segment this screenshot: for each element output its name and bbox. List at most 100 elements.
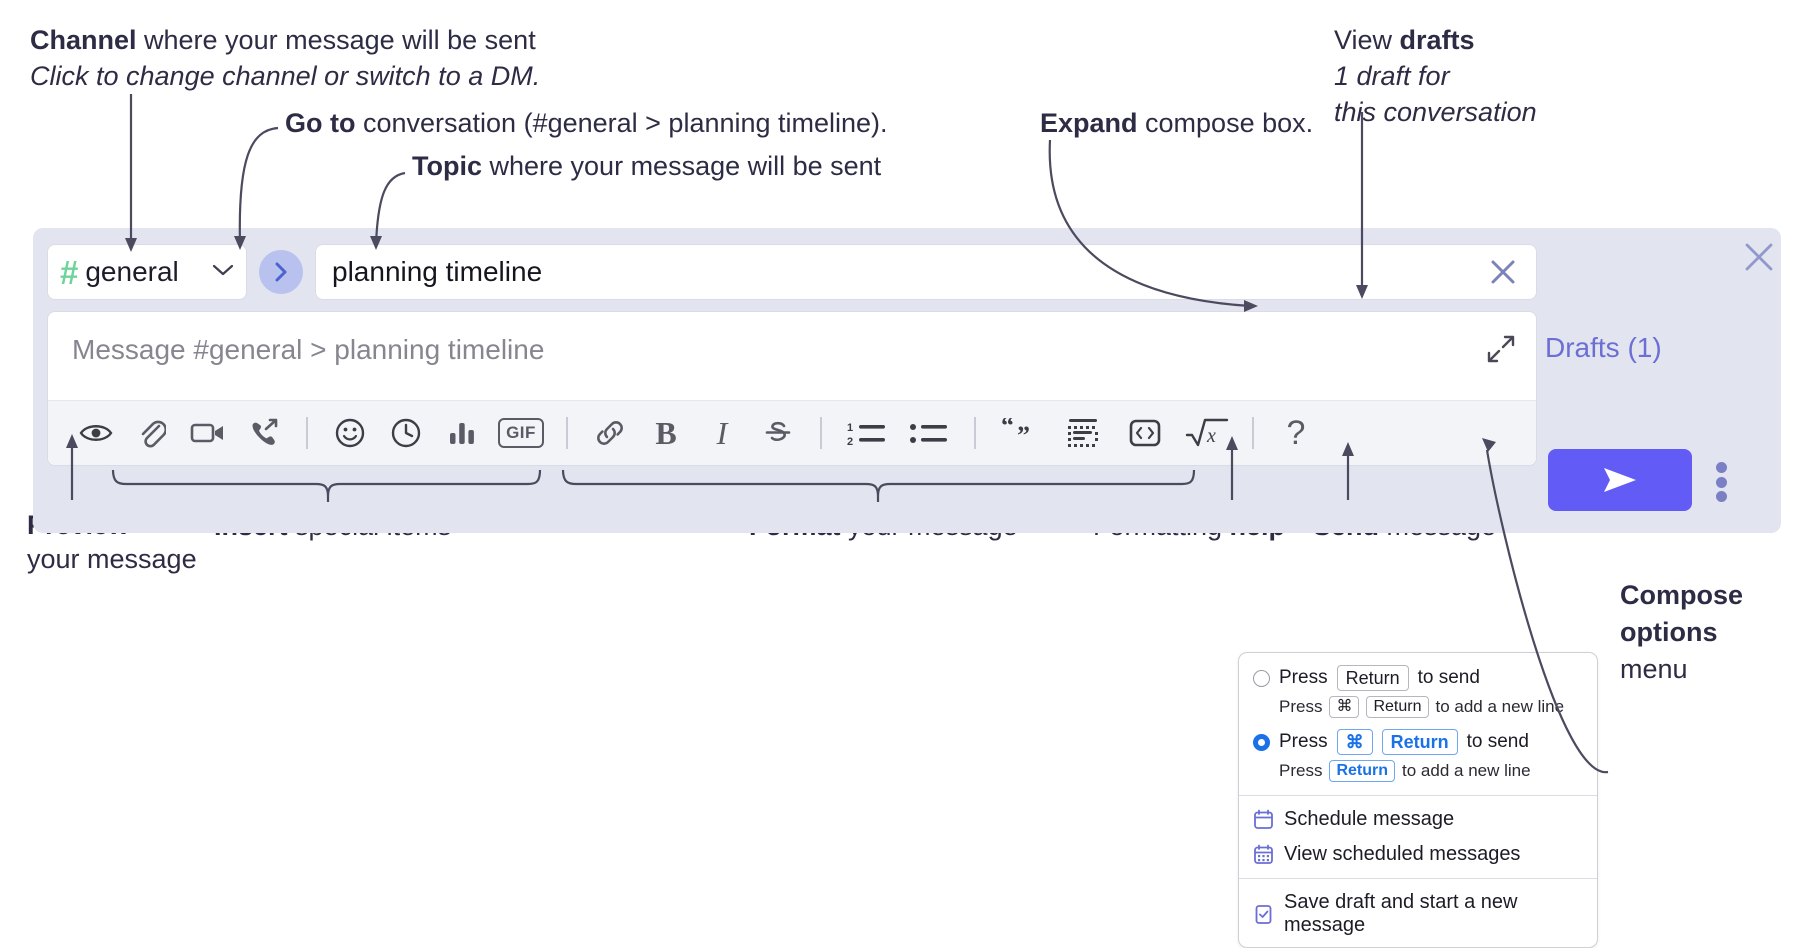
expand-diagonal-icon xyxy=(1487,335,1515,363)
toolbar-divider xyxy=(974,417,976,449)
annotation-channel-rest: where your message will be sent xyxy=(136,25,536,55)
bulleted-list-icon xyxy=(910,424,947,443)
radio-button-selected[interactable] xyxy=(1253,733,1270,751)
toolbar-divider xyxy=(306,417,308,449)
formatting-toolbar: GIF B I xyxy=(48,400,1536,465)
bold-button[interactable]: B xyxy=(638,405,694,461)
annotation-drafts-plain: View xyxy=(1334,25,1400,55)
emoji-button[interactable] xyxy=(322,405,378,461)
svg-text:1: 1 xyxy=(847,422,853,434)
math-icon: x xyxy=(1185,418,1229,447)
menu-divider xyxy=(1239,878,1597,879)
compose-options-button[interactable] xyxy=(1715,462,1727,502)
annotation-drafts-line3: this conversation xyxy=(1334,97,1537,127)
option2-post: to send xyxy=(1466,731,1529,752)
emoji-icon xyxy=(335,418,365,448)
italic-button[interactable]: I xyxy=(694,405,750,461)
calendar-clock-icon xyxy=(1254,809,1273,829)
menu-divider xyxy=(1239,795,1597,796)
close-icon[interactable] xyxy=(1486,255,1520,289)
inline-code-button[interactable] xyxy=(1114,405,1176,461)
italic-icon: I xyxy=(716,414,728,451)
svg-text:2: 2 xyxy=(847,436,853,447)
formatting-help-button[interactable]: ? xyxy=(1268,405,1324,461)
video-clip-icon xyxy=(190,423,223,443)
drafts-link[interactable]: Drafts (1) xyxy=(1545,332,1662,363)
svg-text:”: ” xyxy=(1017,421,1030,448)
close-compose-button[interactable] xyxy=(1742,240,1776,274)
gif-button[interactable]: GIF xyxy=(490,405,552,461)
menu-item-label: View scheduled messages xyxy=(1284,843,1521,865)
file-check-icon xyxy=(1255,904,1272,924)
audio-clip-icon xyxy=(252,418,278,445)
option2-pre: Press xyxy=(1279,731,1328,752)
poll-icon xyxy=(450,423,474,444)
schedule-clock-button[interactable] xyxy=(378,405,434,461)
compose-panel: # general planning timeline xyxy=(33,228,1781,533)
option2-sub-post: to add a new line xyxy=(1402,761,1531,780)
annotation-drafts-line2: 1 draft for xyxy=(1334,61,1450,91)
menu-item-view-scheduled-messages[interactable]: View scheduled messages xyxy=(1239,837,1597,872)
chevron-right-icon xyxy=(275,262,287,282)
link-button[interactable] xyxy=(582,405,638,461)
radio-button[interactable] xyxy=(1253,669,1270,687)
svg-text:x: x xyxy=(1206,425,1216,447)
expand-compose-button[interactable] xyxy=(1486,334,1516,364)
preview-icon xyxy=(79,425,113,441)
math-button[interactable]: x xyxy=(1176,405,1238,461)
preview-button[interactable] xyxy=(68,405,124,461)
strikethrough-icon xyxy=(765,421,791,441)
ordered-list-button[interactable]: 1 2 xyxy=(836,405,898,461)
menu-item-save-draft[interactable]: Save draft and start a new message xyxy=(1239,885,1597,947)
link-icon xyxy=(597,421,623,445)
annotation-goto-rest: conversation (#general > planning timeli… xyxy=(355,108,888,138)
topic-value: planning timeline xyxy=(332,256,543,287)
menu-option-cmd-return-to-send[interactable]: Press ⌘ Return to send xyxy=(1239,725,1597,759)
annotation-goto: Go to conversation (#general > planning … xyxy=(285,105,888,141)
poll-button[interactable] xyxy=(434,405,490,461)
annotation-topic: Topic where your message will be sent xyxy=(412,148,881,184)
annotation-expand: Expand compose box. xyxy=(1040,105,1313,141)
key-return: Return xyxy=(1329,760,1396,782)
key-return: Return xyxy=(1381,729,1458,755)
kebab-dot xyxy=(1715,491,1727,502)
send-button[interactable] xyxy=(1548,449,1692,511)
record-audio-clip-button[interactable] xyxy=(236,405,292,461)
annotation-compose-options-line2: options xyxy=(1620,617,1718,647)
clock-icon xyxy=(391,418,421,448)
toolbar-divider xyxy=(566,417,568,449)
toolbar-divider xyxy=(1252,417,1254,449)
record-video-clip-button[interactable] xyxy=(180,405,236,461)
ordered-list-icon: 1 2 xyxy=(847,422,885,447)
key-return: Return xyxy=(1336,665,1409,691)
annotation-expand-bold: Expand xyxy=(1040,108,1138,138)
channel-selector[interactable]: # general xyxy=(47,244,247,300)
annotation-drafts: View drafts 1 draft for this conversatio… xyxy=(1334,22,1537,130)
blockquote-icon: “ ” xyxy=(1001,418,1030,448)
menu-item-label: Save draft and start a new message xyxy=(1284,891,1518,936)
strikethrough-button[interactable] xyxy=(750,405,806,461)
menu-option-return-to-send[interactable]: Press Return to send xyxy=(1239,661,1597,695)
attach-file-button[interactable] xyxy=(124,405,180,461)
compose-options-menu: Press Return to send Press ⌘ Return to a… xyxy=(1238,652,1598,948)
calendar-grid-icon xyxy=(1254,844,1273,864)
key-command: ⌘ xyxy=(1336,729,1373,755)
inline-code-icon xyxy=(1129,419,1161,447)
option1-sub-pre: Press xyxy=(1279,697,1323,716)
annotation-preview-line2: your message xyxy=(27,544,197,574)
menu-item-schedule-message[interactable]: Schedule message xyxy=(1239,802,1597,837)
message-input-container[interactable]: Message #general > planning timeline xyxy=(47,311,1537,466)
annotation-expand-rest: compose box. xyxy=(1137,108,1314,138)
code-block-button[interactable] xyxy=(1052,405,1114,461)
go-to-conversation-button[interactable] xyxy=(259,250,303,294)
kebab-dot xyxy=(1715,476,1727,488)
option1-pre: Press xyxy=(1279,667,1328,688)
topic-input[interactable]: planning timeline xyxy=(315,244,1537,300)
annotation-topic-rest: where your message will be sent xyxy=(482,151,882,181)
option1-sub-post: to add a new line xyxy=(1435,697,1565,716)
annotation-compose-options-line1: Compose xyxy=(1620,580,1744,610)
bulleted-list-button[interactable] xyxy=(898,405,960,461)
blockquote-button[interactable]: “ ” xyxy=(990,405,1052,461)
code-block-icon xyxy=(1068,419,1098,447)
